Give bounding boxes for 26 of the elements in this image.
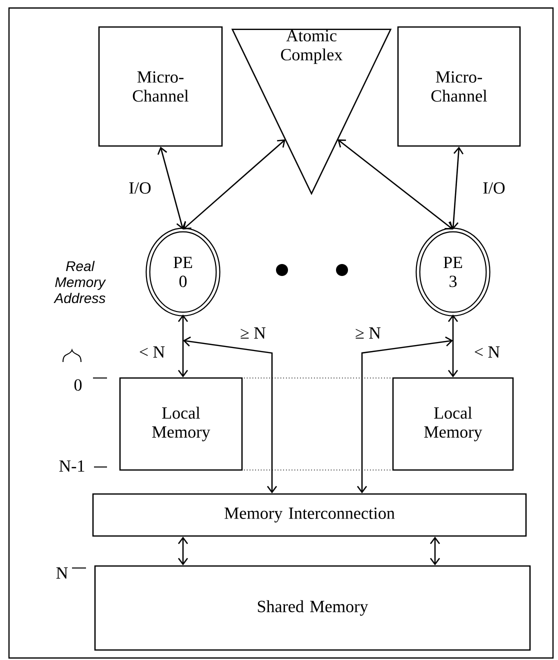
edge-label: ≥ N	[239, 326, 267, 340]
arrow	[356, 336, 453, 494]
edge-label: I/O	[128, 181, 152, 195]
arrow	[448, 146, 464, 230]
edge-label: I/O	[482, 181, 506, 195]
process-box: Micro-Channel	[397, 26, 521, 147]
arrow	[183, 336, 278, 494]
arrow	[178, 536, 188, 566]
process-box: Shared Memory	[94, 565, 531, 651]
axis-title: Real Memory Address	[54, 260, 106, 304]
address-label: 0	[74, 379, 82, 391]
arrow	[178, 314, 188, 378]
arrow	[157, 146, 186, 230]
edge-label: < N	[138, 345, 166, 359]
edge-label: ≥ N	[354, 326, 382, 340]
process-box: Local Memory	[119, 377, 243, 471]
arrow	[183, 139, 286, 230]
address-label: N	[56, 567, 68, 579]
arrow	[430, 536, 440, 566]
process-box: Memory Interconnection	[92, 493, 527, 537]
process-box: Micro-Channel	[98, 26, 223, 147]
arrow	[448, 314, 458, 378]
address-label: N-1	[59, 460, 84, 472]
arrow	[338, 139, 453, 230]
edge-label: < N	[472, 345, 502, 359]
process-box: Local Memory	[392, 377, 514, 471]
